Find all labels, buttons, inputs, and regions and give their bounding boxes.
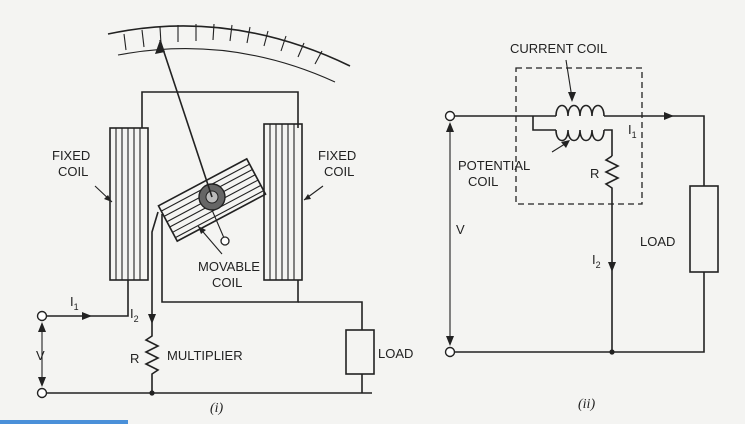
fixed-coil-right <box>263 123 303 281</box>
load-label-ii: LOAD <box>640 234 675 249</box>
meter-boundary <box>515 67 643 205</box>
load-label-i: LOAD <box>378 346 413 361</box>
current-i1-label: I1 <box>70 294 79 312</box>
circuit-i <box>36 211 375 399</box>
accent-strip <box>0 420 128 424</box>
resistor-label-ii: R <box>590 166 599 181</box>
fixed-coil-left <box>109 127 149 281</box>
diagram-ii: CURRENT COIL POTENTIAL COIL R I1 I2 V LO… <box>444 41 719 412</box>
current-coil-label: CURRENT COIL <box>510 41 607 56</box>
fixed-coil-left-label-1: FIXED <box>52 148 90 163</box>
load-resistor-ii <box>689 185 719 273</box>
diagram-i: FIXED COIL FIXED COIL MOVABLE COIL I1 I2… <box>36 23 413 416</box>
caption-ii: (ii) <box>578 397 595 412</box>
movable-coil-label-1: MOVABLE <box>198 259 260 274</box>
potential-coil-winding <box>555 129 605 142</box>
fixed-coil-right-label-2: COIL <box>324 164 354 179</box>
potential-coil-label-2: COIL <box>468 174 498 189</box>
current-coil-winding <box>555 104 605 117</box>
current-i1-label-ii: I1 <box>628 122 637 140</box>
current-i2-label: I2 <box>130 306 139 324</box>
current-i2-label-ii: I2 <box>592 252 601 270</box>
load-resistor-i <box>345 329 375 375</box>
voltage-label-ii: V <box>456 222 465 237</box>
label-arrows-i <box>94 185 324 255</box>
fixed-coil-right-label-1: FIXED <box>318 148 356 163</box>
top-coil-link-wire <box>141 91 299 128</box>
voltage-label-i: V <box>36 348 45 363</box>
caption-i: (i) <box>210 401 224 416</box>
resistor-label-i: R <box>130 351 139 366</box>
meter-scale <box>107 23 351 83</box>
movable-coil-label-2: COIL <box>212 275 242 290</box>
pointer-needle <box>155 39 213 198</box>
multiplier-label: MULTIPLIER <box>167 348 243 363</box>
fixed-coil-left-label-2: COIL <box>58 164 88 179</box>
potential-coil-label-1: POTENTIAL <box>458 158 530 173</box>
